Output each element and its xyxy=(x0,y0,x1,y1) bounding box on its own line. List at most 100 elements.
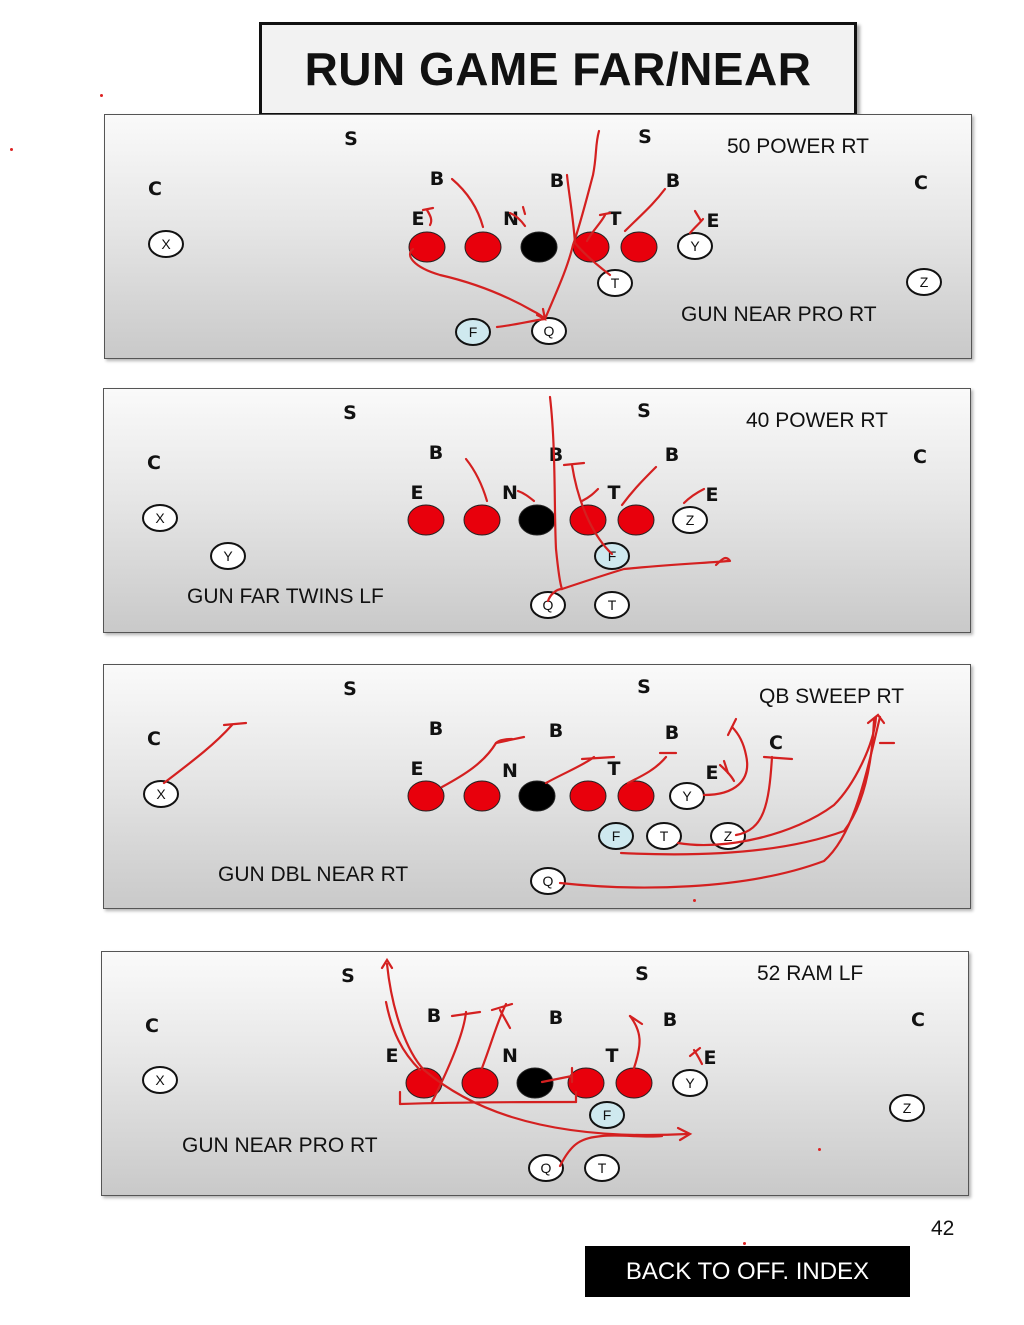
center-marker xyxy=(518,504,556,536)
route-line xyxy=(508,211,527,228)
route-line xyxy=(693,209,703,223)
player-circle xyxy=(672,506,708,534)
route-line xyxy=(570,463,614,556)
defender-e: E xyxy=(704,1047,717,1069)
defender-c: C xyxy=(769,732,783,754)
player-label: Y xyxy=(682,788,692,804)
offense-player-y: Y xyxy=(210,542,246,570)
defender-b: B xyxy=(665,722,679,744)
route-line xyxy=(726,717,738,737)
offense-player-z: Z xyxy=(889,1094,925,1122)
route-line xyxy=(714,556,732,567)
defender-e: E xyxy=(411,758,424,780)
ink-dot xyxy=(100,94,103,97)
player-circle xyxy=(589,1101,625,1129)
player-circle xyxy=(677,232,713,260)
defender-b: B xyxy=(549,720,563,742)
offense-player-t: T xyxy=(597,269,633,297)
player-circle xyxy=(598,822,634,850)
player-label: Q xyxy=(541,1160,552,1176)
player-circle xyxy=(597,269,633,297)
offense-player-q: Q xyxy=(530,867,566,895)
formation-label: GUN DBL NEAR RT xyxy=(218,863,409,886)
defender-b: B xyxy=(549,1007,563,1029)
player-circle xyxy=(594,542,630,570)
route-line xyxy=(425,208,433,227)
defender-c: C xyxy=(147,452,161,474)
route-line xyxy=(450,1010,482,1018)
route-line xyxy=(580,487,600,503)
route-line xyxy=(380,957,394,970)
route-line xyxy=(598,211,612,217)
lineman-marker xyxy=(567,1067,605,1099)
route-line xyxy=(494,735,526,745)
defender-b: B xyxy=(429,718,443,740)
route-line xyxy=(585,213,607,243)
center-marker xyxy=(518,780,556,812)
defender-b: B xyxy=(663,1009,677,1031)
defender-s: S xyxy=(343,678,357,700)
back-to-index-button[interactable]: BACK TO OFF. INDEX xyxy=(585,1246,910,1297)
offense-player-t: T xyxy=(646,822,682,850)
player-label: T xyxy=(608,597,617,613)
route-line xyxy=(548,395,564,591)
route-line xyxy=(628,1014,644,1026)
route-line xyxy=(544,755,596,785)
defender-n: N xyxy=(502,760,518,782)
player-label: F xyxy=(612,828,621,844)
route-line xyxy=(464,457,489,503)
offense-player-q: Q xyxy=(531,317,567,345)
route-line xyxy=(628,1014,641,1070)
route-line xyxy=(688,217,705,235)
defender-c: C xyxy=(911,1009,925,1031)
route-line xyxy=(490,1002,514,1012)
route-line xyxy=(222,721,248,727)
route-line xyxy=(688,1046,702,1058)
offense-player-x: X xyxy=(148,230,184,258)
route-line xyxy=(580,755,616,761)
player-circle xyxy=(148,230,184,258)
route-line xyxy=(702,725,749,797)
offense-player-x: X xyxy=(142,504,178,532)
defender-c: C xyxy=(914,172,928,194)
route-line xyxy=(562,461,586,467)
route-line xyxy=(626,755,668,785)
defender-e: E xyxy=(412,208,425,230)
route-line xyxy=(558,715,882,889)
lineman-marker xyxy=(407,780,445,812)
lineman-marker xyxy=(464,231,502,263)
defender-e: E xyxy=(411,482,424,504)
ink-dot xyxy=(743,1242,746,1245)
defender-n: N xyxy=(502,482,518,504)
route-line xyxy=(480,1002,508,1070)
player-label: T xyxy=(598,1160,607,1176)
defender-b: B xyxy=(550,170,564,192)
defender-n: N xyxy=(503,208,519,230)
player-label: Y xyxy=(690,238,700,254)
player-circle xyxy=(594,591,630,619)
defender-t: T xyxy=(608,758,621,780)
page-number: 42 xyxy=(931,1217,955,1240)
route-line xyxy=(620,465,658,507)
route-line xyxy=(450,177,485,229)
route-line xyxy=(421,206,435,212)
offense-player-t: T xyxy=(584,1154,620,1182)
route-line xyxy=(560,559,731,591)
lineman-marker xyxy=(617,504,655,536)
defender-s: S xyxy=(638,126,652,148)
defender-n: N xyxy=(502,1045,518,1067)
route-line xyxy=(495,317,547,329)
defender-c: C xyxy=(913,446,927,468)
defender-t: T xyxy=(608,482,621,504)
player-circle xyxy=(210,542,246,570)
lineman-marker xyxy=(615,1067,653,1099)
player-circle xyxy=(646,822,682,850)
offense-player-t: T xyxy=(594,591,630,619)
formation-label: GUN NEAR PRO RT xyxy=(182,1134,378,1157)
defender-b: B xyxy=(427,1005,441,1027)
